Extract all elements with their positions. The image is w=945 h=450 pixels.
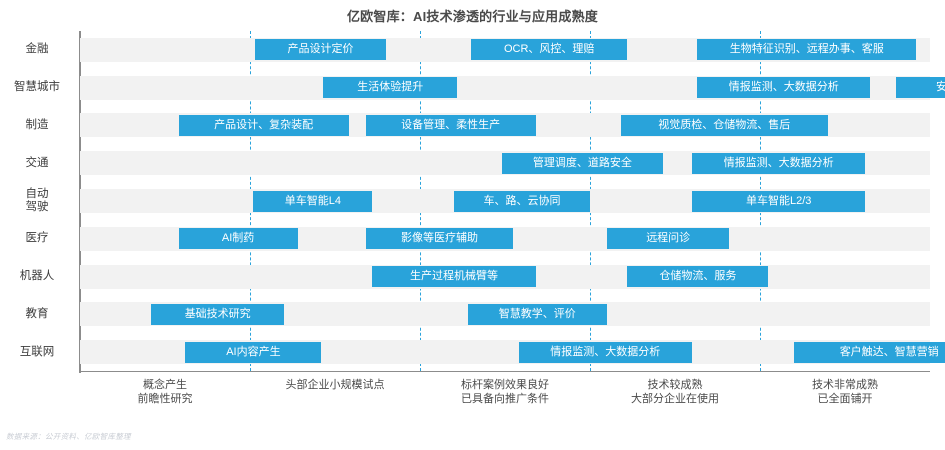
bar-自动驾驶[interactable]: 单车智能L4: [253, 190, 373, 212]
row-label-line: 金融: [25, 43, 49, 56]
bar-智慧城市[interactable]: 安防: [896, 77, 945, 99]
stage-label-1: 头部企业小规模试点: [245, 378, 425, 392]
bar-医疗[interactable]: AI制药: [178, 228, 298, 250]
x-axis-line: [79, 371, 930, 372]
stage-label-line: 概念产生: [143, 379, 187, 391]
footer-divider: [0, 428, 945, 429]
bar-互联网[interactable]: 情报监测、大数据分析: [518, 341, 692, 363]
stage-label-line: 大部分企业在使用: [631, 393, 719, 405]
row-label-智慧城市: 智慧城市: [0, 81, 74, 94]
stage-label-line: 前瞻性研究: [137, 393, 193, 405]
stage-label-3: 技术较成熟大部分企业在使用: [585, 378, 765, 406]
stage-label-0: 概念产生前瞻性研究: [75, 378, 255, 406]
bar-医疗[interactable]: 远程问诊: [607, 228, 730, 250]
row-label-自动驾驶: 自动驾驶: [0, 188, 74, 214]
row-label-line: 互联网: [19, 345, 55, 358]
row-label-line: 教育: [25, 307, 49, 320]
bar-金融[interactable]: 产品设计定价: [255, 39, 386, 61]
row-label-机器人: 机器人: [0, 270, 74, 283]
bar-交通[interactable]: 管理调度、道路安全: [501, 152, 664, 174]
bar-互联网[interactable]: 客户触达、智慧营销: [794, 341, 945, 363]
bar-教育[interactable]: 智慧教学、评价: [467, 303, 607, 325]
bar-制造[interactable]: 设备管理、柔性生产: [365, 114, 536, 136]
stage-label-line: 技术非常成熟: [812, 379, 878, 391]
stage-label-line: 已全面铺开: [817, 393, 873, 405]
row-label-line: 机器人: [19, 270, 55, 283]
bar-智慧城市[interactable]: 情报监测、大数据分析: [697, 77, 871, 99]
chart-title: 亿欧智库：AI技术渗透的行业与应用成熟度: [346, 9, 598, 24]
row-label-互联网: 互联网: [0, 346, 74, 359]
bar-金融[interactable]: 生物特征识别、远程办事、客服: [697, 39, 917, 61]
bar-制造[interactable]: 产品设计、复杂装配: [178, 114, 349, 136]
stage-label-line: 头部企业小规模试点: [285, 379, 385, 391]
bar-自动驾驶[interactable]: 车、路、云协同: [454, 190, 590, 212]
bar-智慧城市[interactable]: 生活体验提升: [323, 77, 458, 99]
bar-交通[interactable]: 情报监测、大数据分析: [692, 152, 866, 174]
bar-互联网[interactable]: AI内容产生: [185, 341, 322, 363]
row-label-line: 智慧城市: [14, 81, 60, 94]
bar-制造[interactable]: 视觉质检、仓储物流、售后: [620, 114, 828, 136]
bar-机器人[interactable]: 仓储物流、服务: [627, 266, 769, 288]
row-label-line: 自动: [25, 188, 49, 200]
bar-教育[interactable]: 基础技术研究: [151, 303, 284, 325]
stage-label-2: 标杆案例效果良好已具备向推广条件: [415, 378, 595, 406]
row-label-金融: 金融: [0, 43, 74, 56]
bar-机器人[interactable]: 生产过程机械臂等: [372, 266, 536, 288]
bar-金融[interactable]: OCR、风控、理赔: [471, 39, 628, 61]
stage-label-line: 已具备向推广条件: [461, 393, 549, 405]
row-label-line: 交通: [25, 156, 49, 169]
row-label-医疗: 医疗: [0, 232, 74, 245]
row-label-教育: 教育: [0, 308, 74, 321]
stage-label-4: 技术非常成熟已全面铺开: [755, 378, 935, 406]
row-label-line: 医疗: [25, 232, 49, 245]
source-note: 数据来源：公开资料、亿欧智库整理: [6, 432, 131, 441]
row-label-line: 制造: [25, 118, 49, 131]
stage-label-line: 技术较成熟: [647, 379, 703, 391]
row-label-line: 驾驶: [25, 201, 49, 213]
bar-自动驾驶[interactable]: 单车智能L2/3: [692, 190, 866, 212]
stage-label-line: 标杆案例效果良好: [461, 379, 549, 391]
row-label-制造: 制造: [0, 119, 74, 132]
bar-医疗[interactable]: 影像等医疗辅助: [365, 228, 514, 250]
row-label-交通: 交通: [0, 157, 74, 170]
